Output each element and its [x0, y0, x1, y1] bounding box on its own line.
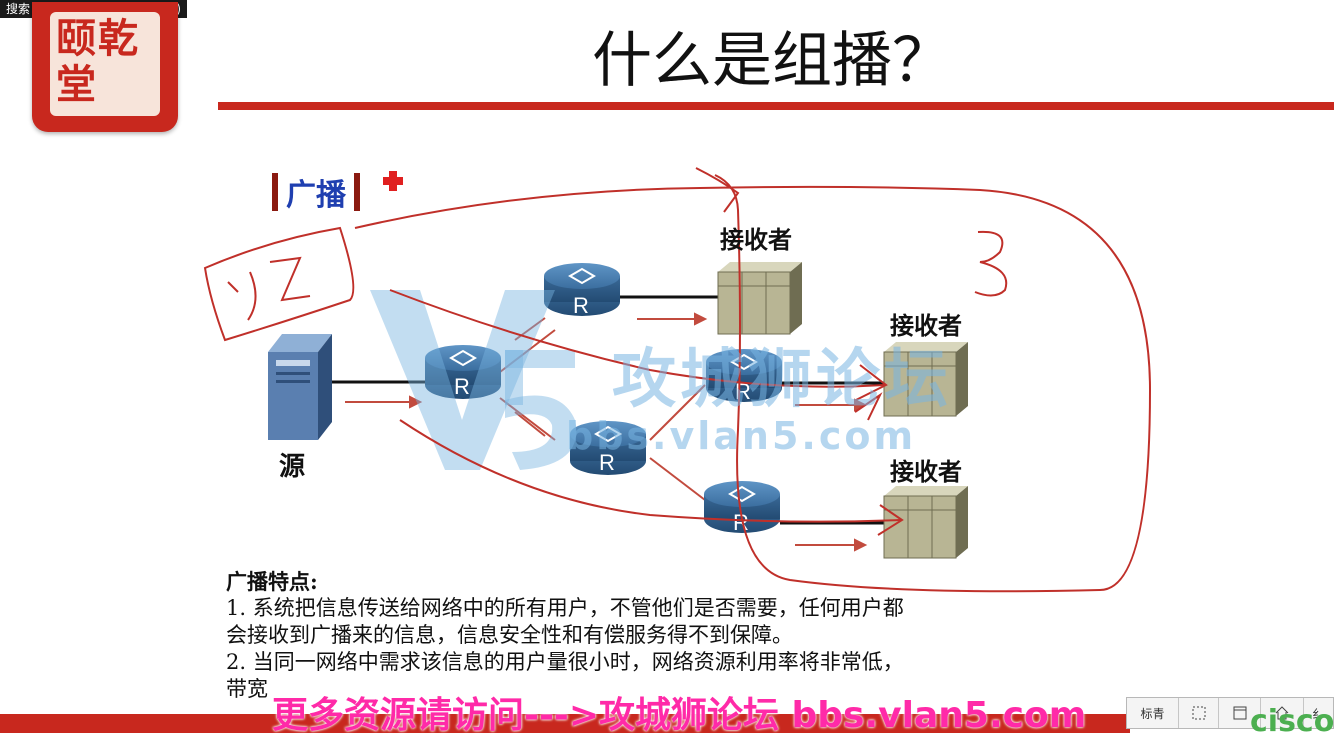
source-label: 源 [279, 452, 306, 482]
selection-icon[interactable] [1178, 698, 1220, 728]
link-lines [330, 295, 886, 525]
receiver-icon-1 [717, 262, 802, 335]
slide-title: 什么是组播？ [592, 26, 952, 96]
router-icon-3: R [570, 421, 646, 475]
normal-view-button[interactable]: 标青 [1127, 698, 1179, 728]
section-label-text: 广播 [286, 178, 346, 213]
view-toolbar: 标青 纟 [1126, 697, 1334, 729]
source-server-icon [268, 334, 332, 440]
router-label: R [573, 293, 589, 318]
cisco-logo: cisco [1250, 704, 1334, 739]
router-label: R [599, 450, 615, 475]
feature-point-1-line-1: 1. 系统把信息传送给网络中的所有用户，不管他们是否需要，任何用户都 [226, 596, 904, 620]
home-icon[interactable] [1261, 698, 1304, 728]
watermark-name: 攻城狮论坛 [612, 343, 952, 417]
logo: 颐乾 堂 [32, 2, 178, 132]
receiver-icon-2 [883, 342, 968, 417]
flow-arrows [345, 312, 868, 552]
bottom-accent-bar [0, 714, 1130, 733]
watermark-url: bbs.vlan5.com [566, 414, 917, 458]
router-icon-2: R [544, 263, 620, 318]
link-lines-red [499, 329, 706, 501]
logo-text: 颐乾 堂 [56, 15, 140, 108]
broadcast-features: 广播特点: 1. 系统把信息传送给网络中的所有用户，不管他们是否需要，任何用户都… [226, 568, 1086, 703]
receiver-label-2: 接收者 [890, 311, 962, 340]
features-title: 广播特点: [226, 569, 318, 594]
watermark-v5-icon [370, 290, 577, 470]
more-button[interactable]: 纟 [1303, 698, 1333, 728]
router-icon-5: R [704, 481, 780, 535]
section-label: 广播 [272, 172, 360, 213]
router-label: R [454, 374, 470, 399]
receiver-label-1: 接收者 [720, 225, 792, 254]
receiver-icon-3 [883, 486, 968, 559]
feature-point-2-line-1: 2. 当同一网络中需求该信息的用户量很小时，网络资源利用率将非常低， [226, 650, 904, 674]
receiver-label-3: 接收者 [890, 457, 962, 486]
handwritten-annotations [203, 167, 1152, 593]
feature-point-2-line-2: 带宽 [226, 677, 268, 701]
window-icon[interactable] [1219, 698, 1262, 728]
router-icon-1: R [425, 345, 501, 399]
title-divider [218, 102, 1334, 110]
plus-icon [383, 171, 403, 191]
feature-point-1-line-2: 会接收到广播来的信息，信息安全性和有偿服务得不到保障。 [226, 623, 793, 647]
promo-banner: 更多资源请访问--->攻城狮论坛 bbs.vlan5.com [272, 695, 1087, 736]
